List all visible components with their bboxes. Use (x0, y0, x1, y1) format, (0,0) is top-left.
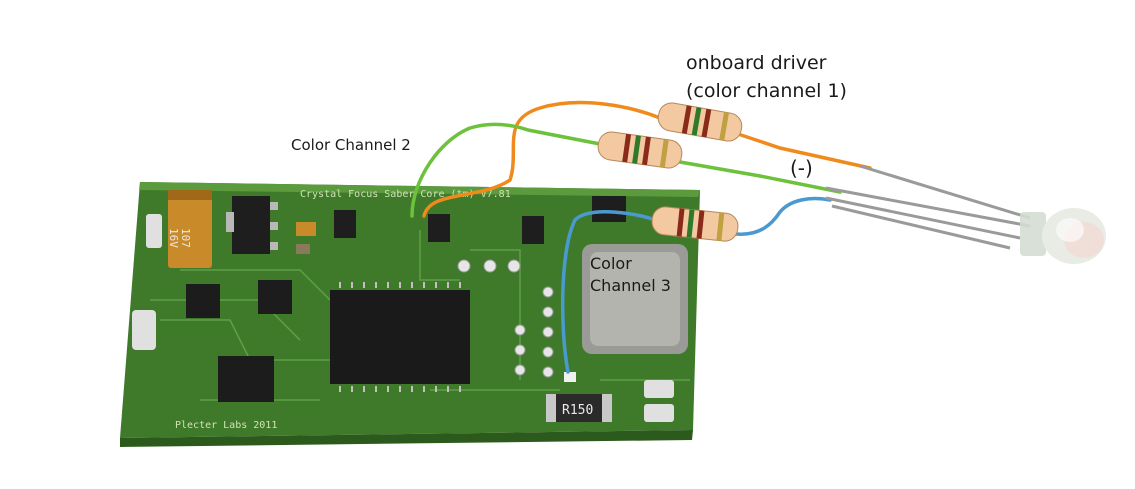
label-color-channel-3-line1: Color (590, 254, 632, 273)
mount-pad (564, 372, 576, 382)
pcb-title-silk: Crystal Focus Saber Core (tm) V7.81 (300, 189, 511, 200)
mount-pad (644, 380, 674, 398)
label-color-channel-2: Color Channel 2 (291, 136, 411, 154)
shunt-resistor: R150 (546, 394, 612, 422)
label-color-channel-1: (color channel 1) (686, 80, 847, 102)
cap-marking-1: 107 (179, 228, 192, 248)
resistor-marking: R150 (562, 403, 593, 418)
ic-chip (258, 280, 292, 314)
small-capacitor (296, 244, 310, 254)
small-capacitor (296, 222, 316, 236)
cap-marking-2: 16V (167, 228, 180, 248)
green-wire-lead (678, 160, 842, 194)
led-leads (825, 164, 1031, 250)
ic-chip (186, 284, 220, 318)
transistor-chip (522, 216, 544, 244)
blue-wire (560, 210, 657, 374)
ic-chip (218, 356, 274, 402)
label-negative: (-) (790, 156, 813, 180)
wires (410, 100, 872, 374)
mount-pad (132, 310, 156, 350)
rgb-led (1020, 208, 1106, 264)
transistor-chip (334, 210, 356, 238)
green-wire (410, 122, 602, 218)
mount-pad (644, 404, 674, 422)
transistor-chip (428, 214, 450, 242)
orange-wire-lead (736, 132, 872, 170)
blue-wire-lead (734, 196, 832, 236)
voltage-regulator (226, 196, 278, 254)
resistor-channel-3 (651, 206, 739, 242)
tantalum-capacitor: 107 16V (167, 190, 212, 268)
inductor (582, 244, 688, 354)
mount-pad (146, 214, 162, 248)
solder-pads (457, 259, 554, 378)
transistor-chip (592, 196, 626, 222)
orange-wire (422, 100, 662, 218)
resistor-channel-2 (597, 131, 683, 169)
resistor-channel-1 (657, 102, 743, 142)
label-onboard-driver: onboard driver (686, 52, 827, 74)
pcb-maker-silk: Plecter Labs 2011 (175, 420, 277, 431)
microcontroller-chip (330, 282, 470, 392)
label-color-channel-3-line2: Channel 3 (590, 276, 671, 295)
